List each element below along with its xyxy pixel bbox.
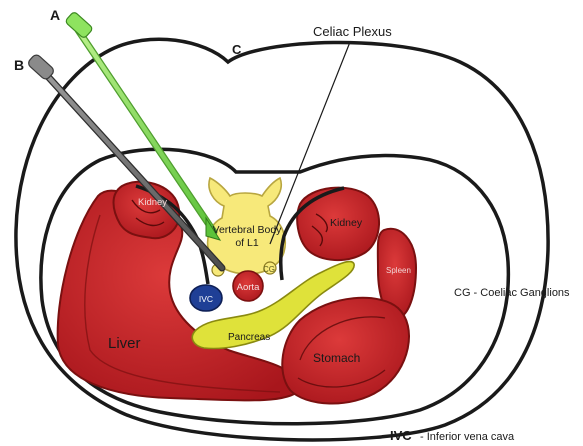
label-pancreas: Pancreas [228,332,270,343]
label-stomach: Stomach [313,351,360,365]
label-kidney-right: Kidney [138,197,167,208]
label-needle-b: B [14,57,24,73]
label-cg: CG [263,265,275,274]
label-kidney-left: Kidney [330,217,363,229]
legend-ivc-desc: - Inferior vena cava [420,431,515,443]
label-vertebral-body-1: Vertebral Body [213,224,283,236]
label-celiac-plexus: Celiac Plexus [313,24,392,39]
label-ivc: IVC [199,294,213,304]
label-needle-a: A [50,7,60,23]
label-vertebral-body-2: of L1 [235,237,259,249]
label-aorta: Aorta [237,282,260,293]
legend-cg: CG - Coeliac Ganglions [454,287,570,299]
legend-ivc-abbrev: IVC [390,428,412,443]
label-spleen: Spleen [386,266,411,275]
label-marker-c: C [232,42,242,57]
label-liver: Liver [108,335,141,352]
